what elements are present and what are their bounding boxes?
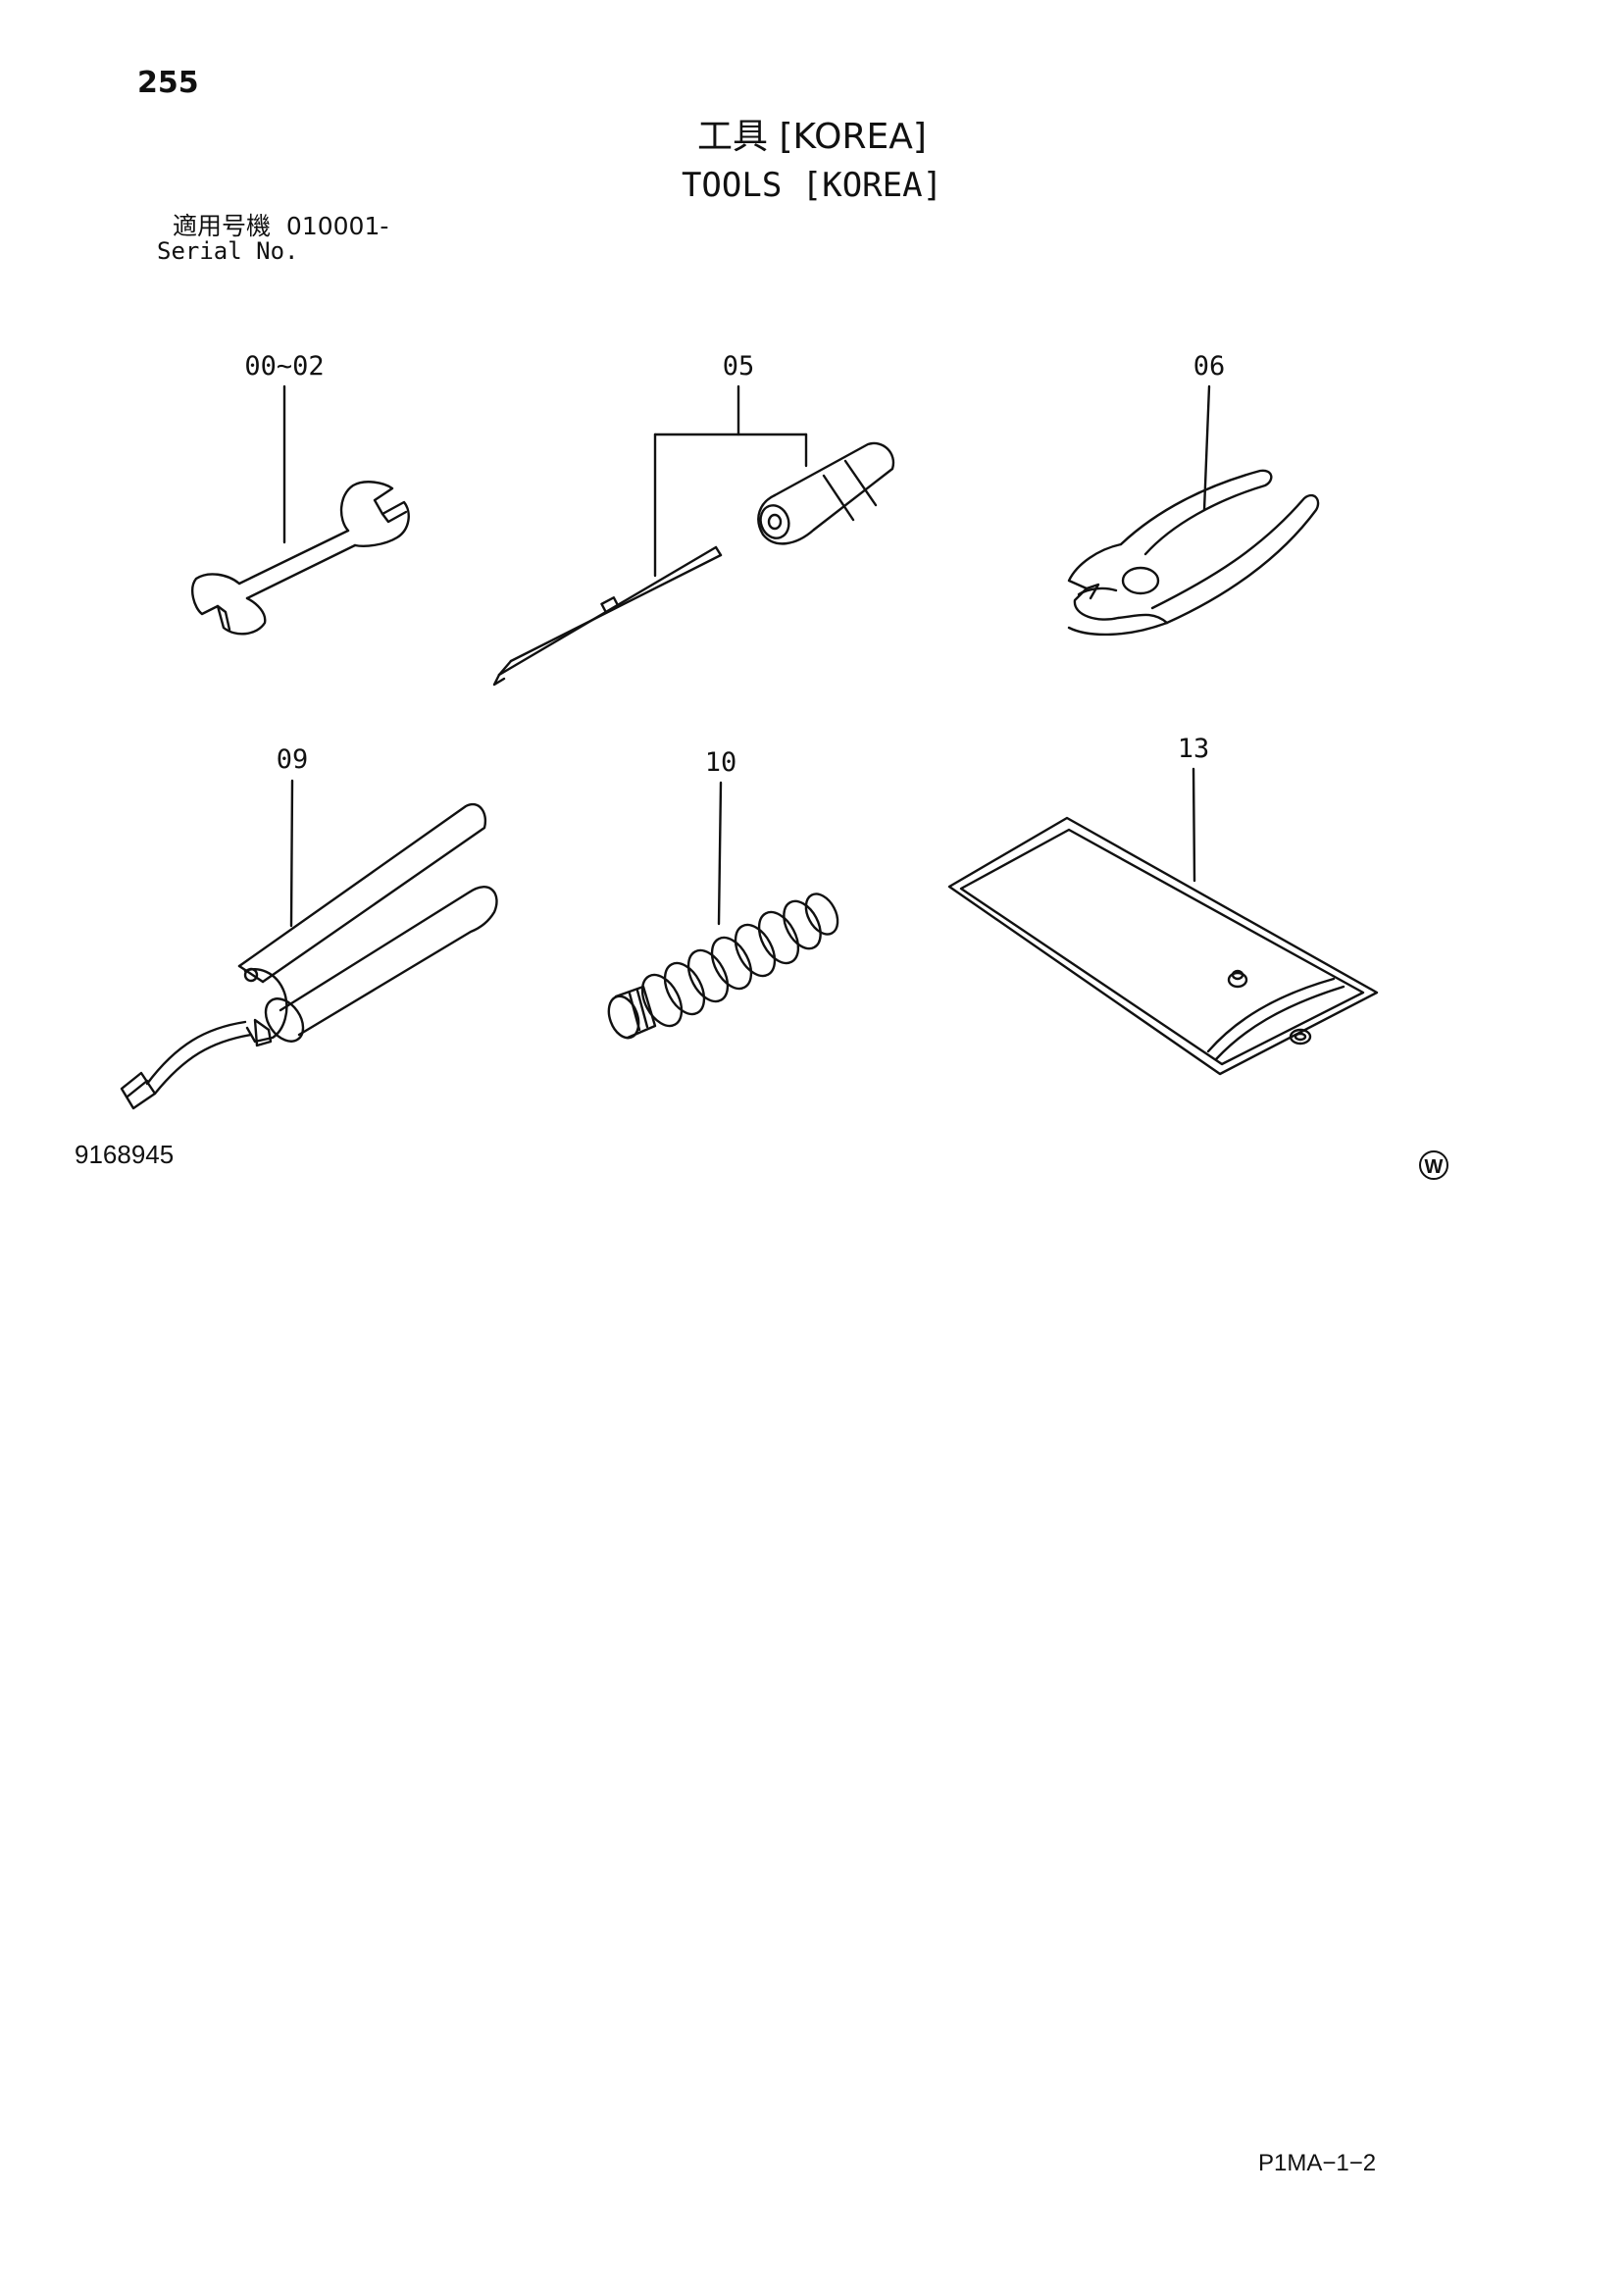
callout-pliers: 06 — [1193, 351, 1226, 382]
grease-nozzle-icon — [607, 893, 839, 1040]
tool-bag-icon — [947, 816, 1379, 1076]
wrench-icon — [191, 481, 410, 636]
leader-line-tool-bag — [1192, 767, 1196, 883]
page-code: P1MA−1−2 — [1258, 2150, 1377, 2176]
serial-label-japanese: 適用号機 — [173, 212, 272, 240]
callout-wrench: 00~02 — [244, 351, 324, 382]
serial-applicability: 適用号機 010001- — [173, 214, 388, 238]
part-pliers: 06 — [1067, 351, 1320, 637]
drawing-number: 9168945 — [75, 1140, 175, 1169]
page-title-japanese: 工具 [KOREA] — [697, 117, 927, 157]
page-title-english: TOOLS [KOREA] — [681, 166, 943, 205]
part-grease-gun: 09 — [120, 744, 498, 1110]
leader-line-screwdriver — [653, 384, 808, 578]
callout-screwdriver: 05 — [723, 351, 755, 382]
callout-grease-gun: 09 — [277, 744, 309, 775]
callout-grease-nozzle: 10 — [705, 747, 737, 778]
page-number: 255 — [137, 66, 199, 100]
leader-line-grease-gun — [289, 779, 294, 928]
part-tool-bag: 13 — [947, 734, 1379, 1076]
screwdriver-icon — [492, 441, 895, 687]
part-screwdriver: 05 — [492, 351, 895, 687]
region-mark-letter: W — [1425, 1156, 1444, 1178]
part-wrench: 00~02 — [191, 351, 410, 636]
callout-tool-bag: 13 — [1178, 734, 1210, 764]
part-grease-nozzle: 10 — [607, 747, 839, 1040]
serial-label-english: Serial No. — [157, 237, 299, 265]
pliers-icon — [1067, 469, 1320, 637]
leader-line-pliers — [1202, 384, 1211, 512]
region-mark: W — [1419, 1150, 1448, 1180]
serial-value: 010001- — [285, 212, 389, 240]
grease-gun-icon — [120, 803, 498, 1110]
leader-line-grease-nozzle — [717, 781, 723, 926]
